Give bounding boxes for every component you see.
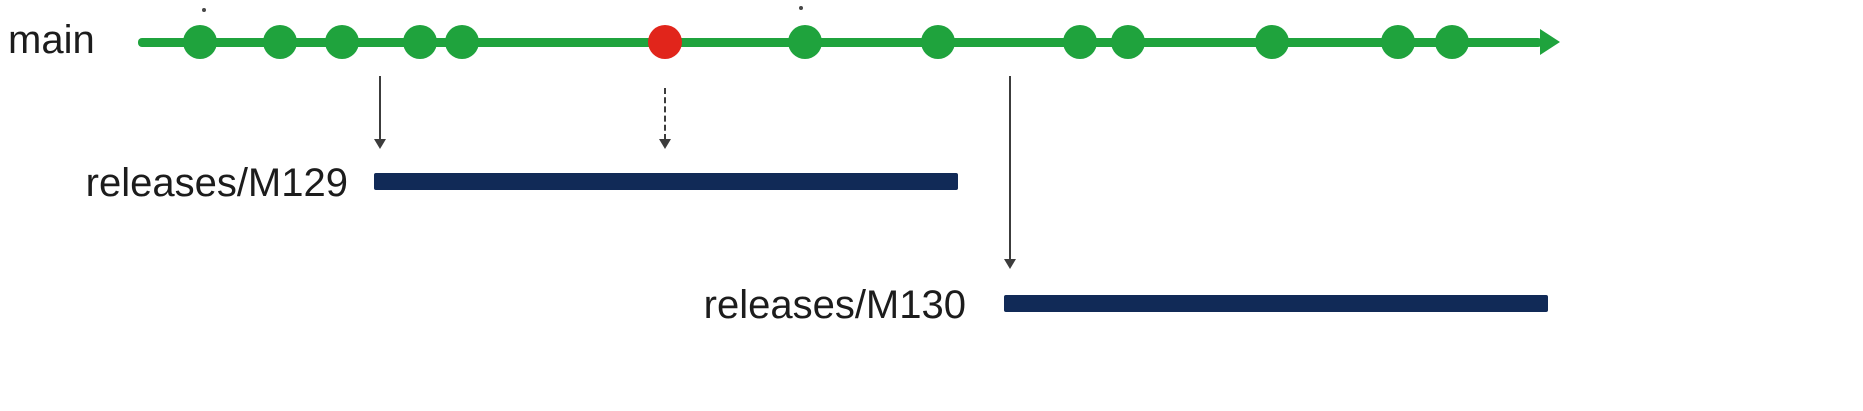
- commit-dot: [1255, 25, 1289, 59]
- commit-dot: [788, 25, 822, 59]
- branch-arrow: [1004, 76, 1016, 269]
- main-branch-line: [138, 38, 1542, 47]
- commit-dot: [403, 25, 437, 59]
- release-branch-label: releases/M130: [703, 283, 966, 327]
- stray-mark: [799, 6, 803, 10]
- commit-dot: [921, 25, 955, 59]
- commit-dot: [1111, 25, 1145, 59]
- commit-dot: [445, 25, 479, 59]
- arrowhead-down-icon: [374, 139, 386, 149]
- commit-dot: [1381, 25, 1415, 59]
- release-branch-bar: [1004, 295, 1548, 312]
- commit-dot: [263, 25, 297, 59]
- main-branch-arrowhead-icon: [1540, 29, 1560, 55]
- dashed-branch-arrow: [659, 88, 671, 149]
- arrowhead-down-icon: [659, 139, 671, 149]
- main-branch-label: main: [8, 18, 95, 62]
- release-branch-label: releases/M129: [85, 161, 348, 205]
- branch-arrow: [374, 76, 386, 149]
- release-branch-bar: [374, 173, 958, 190]
- commit-dot: [325, 25, 359, 59]
- commit-dot: [1063, 25, 1097, 59]
- commit-dot: [1435, 25, 1469, 59]
- stray-mark: [202, 8, 206, 12]
- highlight-commit-dot: [648, 25, 682, 59]
- arrowhead-down-icon: [1004, 259, 1016, 269]
- commit-dot: [183, 25, 217, 59]
